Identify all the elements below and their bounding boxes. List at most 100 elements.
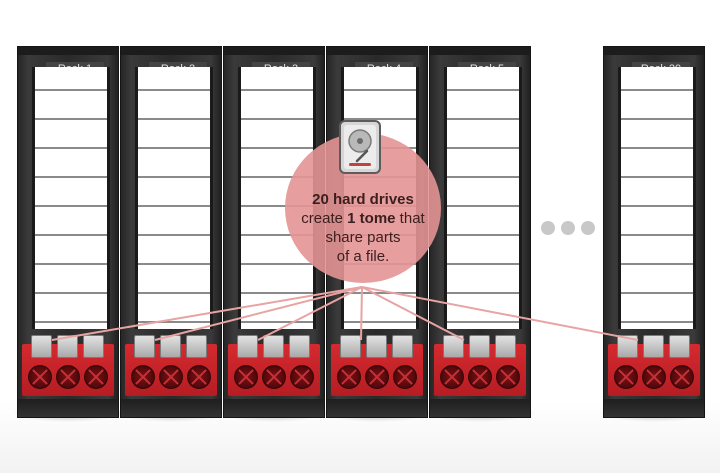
- rack-shelf: [35, 147, 107, 149]
- fan-icon: [642, 365, 666, 389]
- rack-base: [327, 399, 427, 417]
- rack-shelf: [35, 234, 107, 236]
- hard-drive: [669, 335, 690, 358]
- fan-icon: [187, 365, 211, 389]
- rack-shelf: [447, 321, 519, 323]
- rack-shelf: [241, 176, 313, 178]
- dot: [561, 221, 575, 235]
- hard-drive: [57, 335, 78, 358]
- rack-shelf: [138, 147, 210, 149]
- hard-drive: [134, 335, 155, 358]
- rack-base: [430, 399, 530, 417]
- callout-text: 20 hard drives create 1 tome that share …: [281, 190, 445, 266]
- fan-icon: [337, 365, 361, 389]
- rack-shelf: [621, 89, 693, 91]
- hard-drive: [263, 335, 284, 358]
- callout-line-4: of a file.: [336, 248, 390, 265]
- hard-drive: [617, 335, 638, 358]
- rack-shelf: [138, 321, 210, 323]
- rack-base: [121, 399, 221, 417]
- fan-icon: [234, 365, 258, 389]
- fan-icon: [365, 365, 389, 389]
- hard-drive: [392, 335, 413, 358]
- fan-icon: [290, 365, 314, 389]
- rack-shelf: [447, 89, 519, 91]
- rack-shelf: [138, 263, 210, 265]
- rack-5: Rack 5: [430, 47, 530, 417]
- rack-shelf: [621, 263, 693, 265]
- rack-shelf: [241, 118, 313, 120]
- rack-top: [604, 47, 704, 55]
- rack-top: [224, 47, 324, 55]
- rack-shelf: [241, 263, 313, 265]
- rack-base: [224, 399, 324, 417]
- rack-shelf: [35, 176, 107, 178]
- rack-shelf: [241, 234, 313, 236]
- fan-icon: [440, 365, 464, 389]
- hard-drive: [340, 335, 361, 358]
- rack-shelf: [35, 321, 107, 323]
- rack-top: [18, 47, 118, 55]
- rack-shelf: [621, 205, 693, 207]
- dot: [581, 221, 595, 235]
- rack-shelf: [138, 205, 210, 207]
- callout-line-1: 20 hard drives: [312, 191, 414, 208]
- rack-shelf: [35, 205, 107, 207]
- rack-shelves: [32, 67, 110, 329]
- rack-shelf: [447, 147, 519, 149]
- rack-1: Rack 1: [18, 47, 118, 417]
- rack-base: [604, 399, 704, 417]
- rack-shelf: [447, 118, 519, 120]
- fan-icon: [670, 365, 694, 389]
- hard-drive: [289, 335, 310, 358]
- rack-shelf: [344, 89, 416, 91]
- rack-shelf: [621, 147, 693, 149]
- hard-drive: [83, 335, 104, 358]
- rack-top: [121, 47, 221, 55]
- fan-icon: [468, 365, 492, 389]
- hard-drive: [31, 335, 52, 358]
- fan-icon: [393, 365, 417, 389]
- rack-shelf: [447, 292, 519, 294]
- rack-shelf: [344, 292, 416, 294]
- rack-shelf: [621, 118, 693, 120]
- rack-2: Rack 2: [121, 47, 221, 417]
- rack-shelf: [447, 234, 519, 236]
- rack-top: [327, 47, 427, 55]
- fan-icon: [84, 365, 108, 389]
- callout-line-3: share parts: [325, 229, 401, 246]
- rack-shelf: [241, 321, 313, 323]
- rack-shelf: [35, 292, 107, 294]
- rack-shelf: [344, 321, 416, 323]
- hard-drive: [160, 335, 181, 358]
- rack-shelf: [138, 234, 210, 236]
- fan-icon: [496, 365, 520, 389]
- rack-shelf: [138, 118, 210, 120]
- rack-20: Rack 20: [604, 47, 704, 417]
- rack-shelf: [35, 89, 107, 91]
- rack-shelf: [241, 89, 313, 91]
- hard-drive: [495, 335, 516, 358]
- rack-shelf: [138, 292, 210, 294]
- hard-drive: [643, 335, 664, 358]
- hard-drive: [186, 335, 207, 358]
- rack-shelf: [241, 292, 313, 294]
- fan-icon: [28, 365, 52, 389]
- rack-shelf: [241, 205, 313, 207]
- rack-shelves: [618, 67, 696, 329]
- rack-top: [430, 47, 530, 55]
- fan-icon: [262, 365, 286, 389]
- rack-shelf: [621, 176, 693, 178]
- fan-icon: [56, 365, 80, 389]
- rack-shelf: [447, 176, 519, 178]
- rack-shelf: [138, 176, 210, 178]
- fan-icon: [614, 365, 638, 389]
- rack-shelf: [138, 89, 210, 91]
- rack-shelf: [447, 263, 519, 265]
- hard-drive: [237, 335, 258, 358]
- rack-shelf: [35, 263, 107, 265]
- fan-icon: [131, 365, 155, 389]
- hard-drive: [366, 335, 387, 358]
- rack-shelf: [35, 118, 107, 120]
